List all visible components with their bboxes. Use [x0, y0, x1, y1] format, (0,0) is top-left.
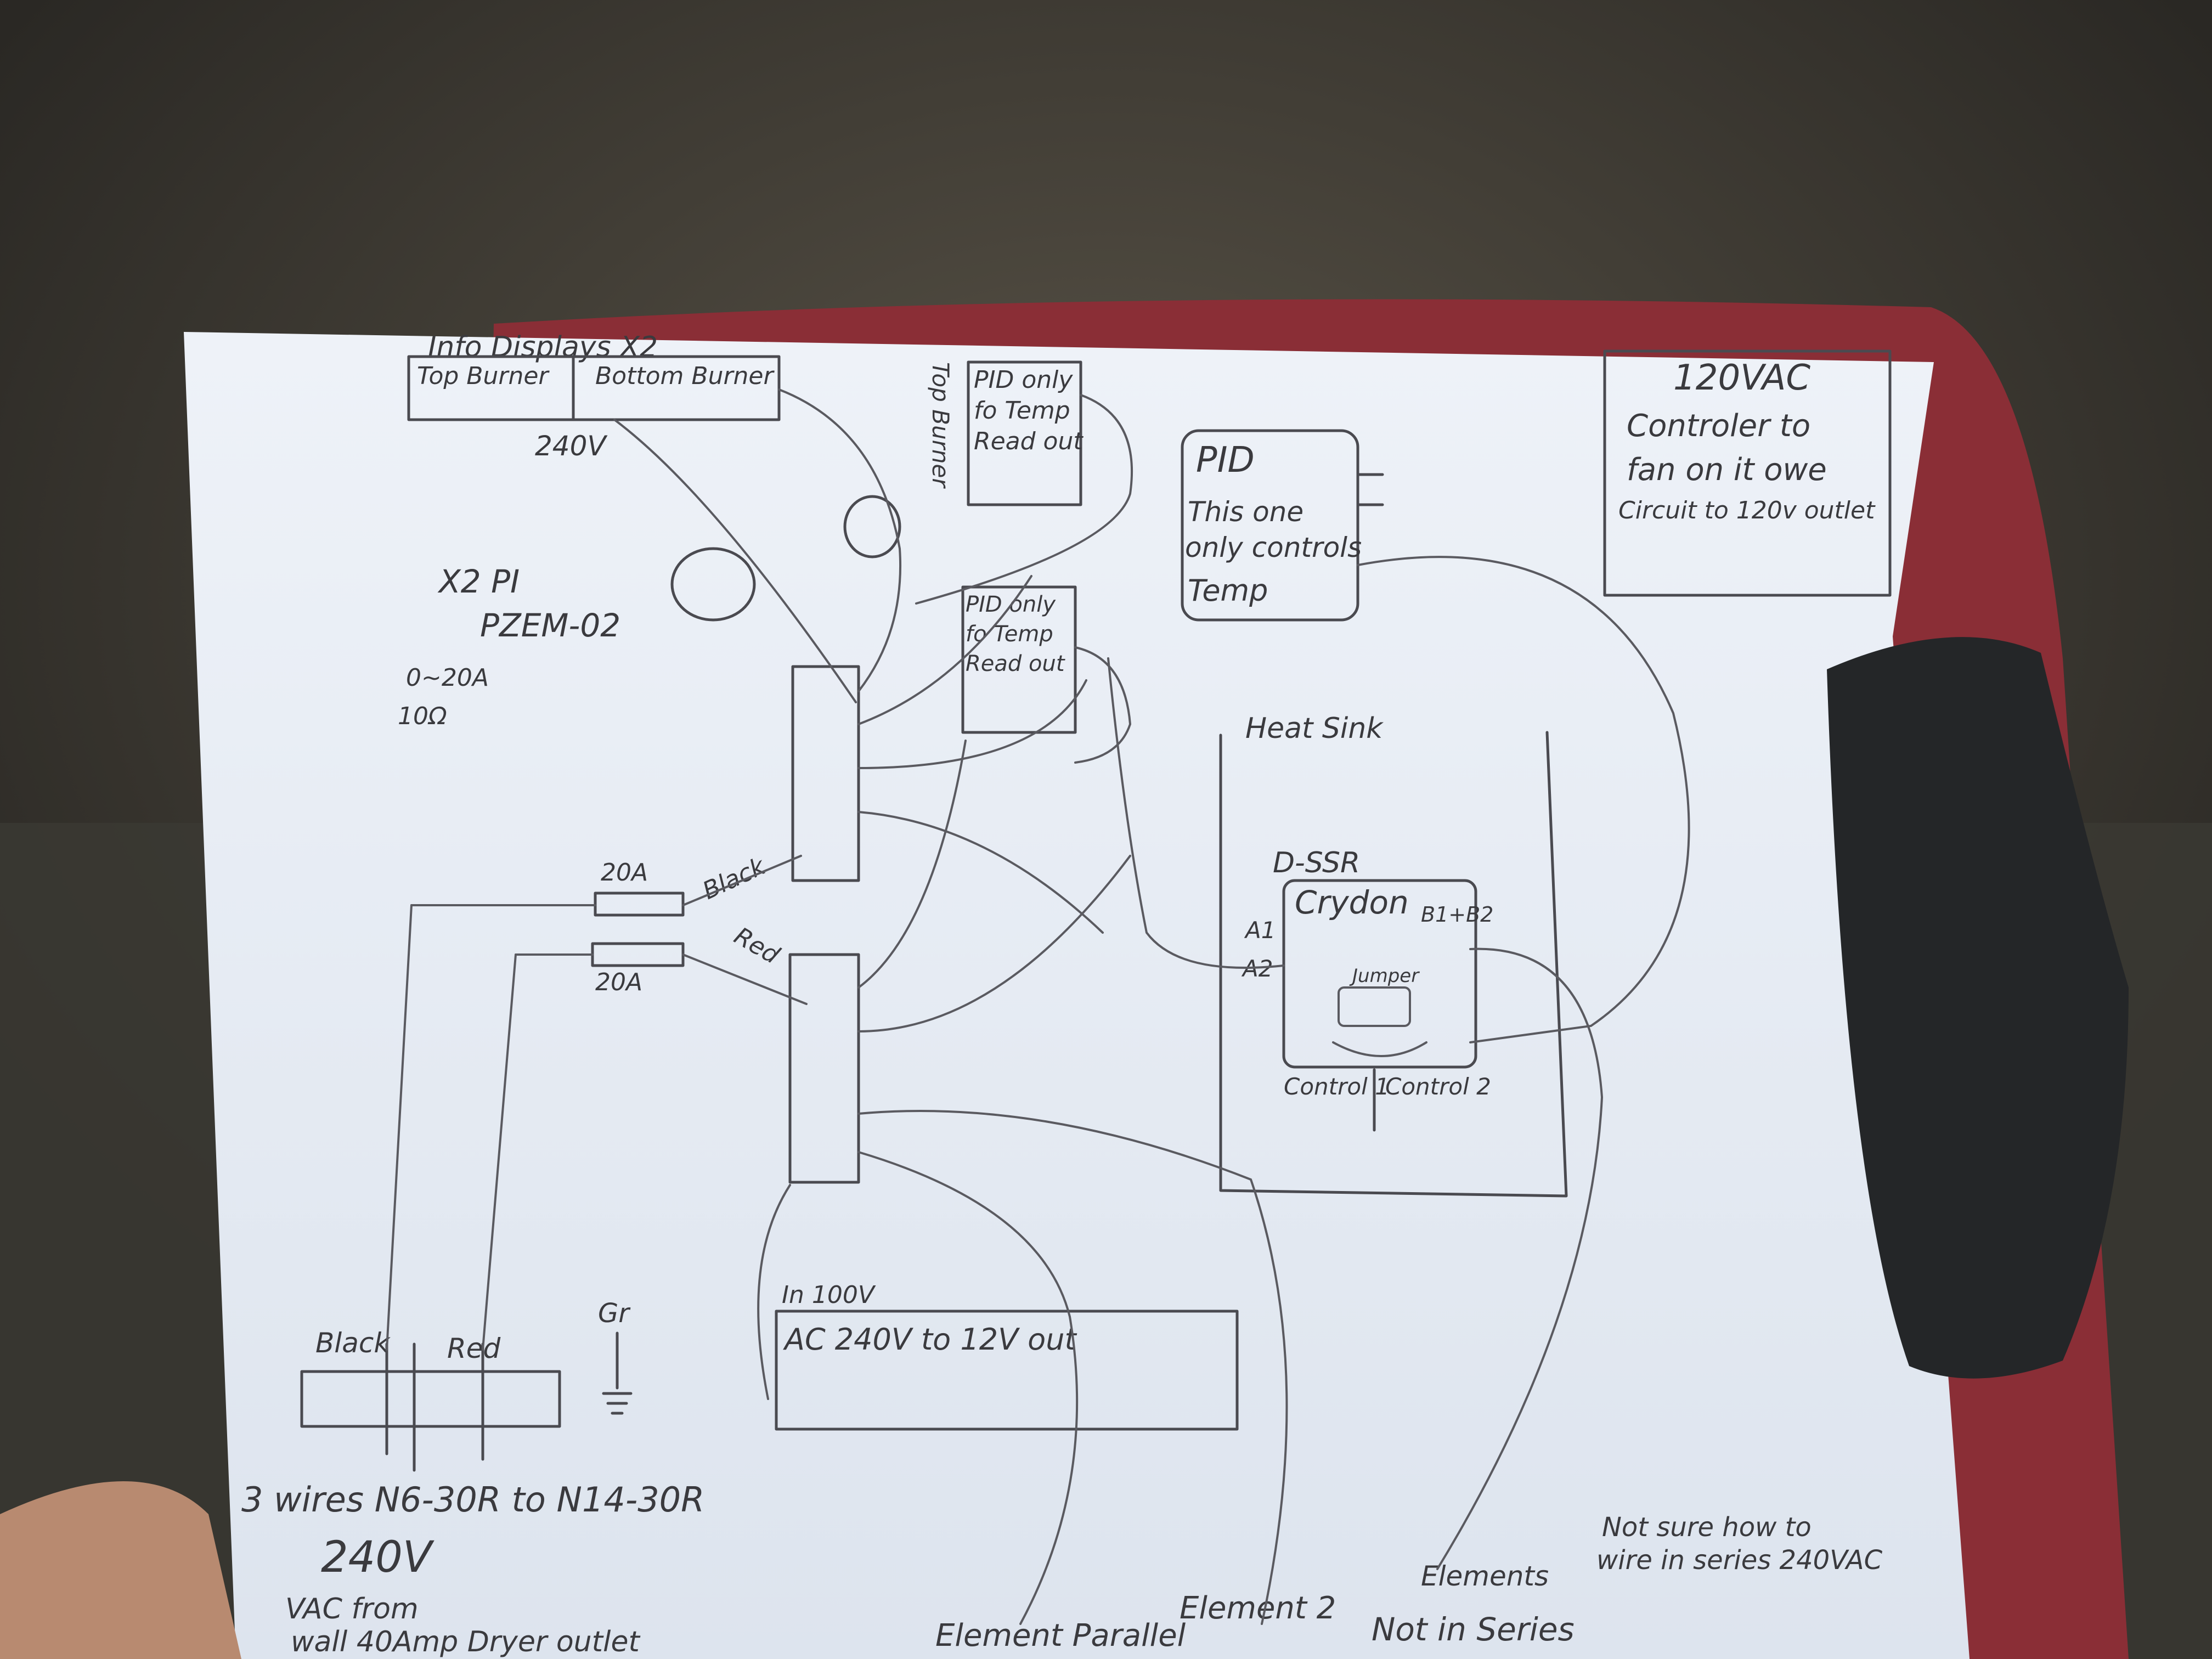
- element-2: Element 2: [1180, 1590, 1336, 1626]
- elements-note-1: Elements: [1421, 1560, 1549, 1592]
- pid-top-box: [967, 360, 1082, 506]
- meter-note-line1: X2 PI: [437, 563, 520, 600]
- meter-note-line4: 10Ω: [398, 702, 447, 730]
- pid-top-label: PID only fo Temp Read out: [974, 366, 1083, 455]
- pid-main-line2: This one: [1188, 496, 1304, 528]
- plug-box: [300, 1370, 561, 1428]
- clipboard-clip: [1827, 637, 2129, 1379]
- plug-block: Black Red Gr 3 wires N6-30R to N14-30R 2…: [241, 1298, 704, 1658]
- question-1: Not sure how to: [1602, 1512, 1812, 1543]
- fan-note-line1: 120VAC: [1673, 358, 1810, 398]
- ssr-control1: Control 1: [1284, 1073, 1390, 1100]
- power-supply-box: [775, 1310, 1239, 1431]
- top-burner-label: Top Burner: [417, 362, 550, 390]
- meter-note: X2 PI PZEM-02 0~20A 10Ω: [398, 495, 901, 730]
- terminal-block-top: [791, 665, 860, 882]
- ssr-box: [1282, 879, 1477, 1069]
- fan-note-line4: Circuit to 120v outlet: [1618, 496, 1876, 524]
- info-display-header: Info Displays X2: [428, 331, 658, 364]
- paper-sheet: [184, 332, 1970, 1659]
- plug-source1: VAC from: [285, 1593, 419, 1626]
- power-supply-label: AC 240V to 12V out: [783, 1322, 1077, 1357]
- elements-notes: Element Parallel Element 2 Elements Not …: [935, 1512, 1883, 1654]
- ssr-b-terminals: B1+B2: [1421, 902, 1493, 927]
- pid-main: PID This one only controls Temp: [1181, 429, 1384, 622]
- ssr-type: D-SSR: [1273, 847, 1360, 879]
- ssr-jumper: Jumper: [1349, 965, 1420, 987]
- pid-middle: PID only fo Temp Read out: [961, 585, 1077, 734]
- pid-main-box: [1181, 429, 1359, 622]
- plug-black: Black: [315, 1327, 391, 1359]
- breaker-top-rating: 20A: [601, 859, 648, 887]
- power-supply: In 100V AC 240V to 12V out: [775, 1281, 1239, 1431]
- heat-sink: Heat Sink D-SSR Crydon B1+B2 A1 A2 Jumpe…: [1219, 712, 1568, 1198]
- current-transformer-2: [843, 495, 901, 558]
- meter-note-line2: PZEM-02: [480, 607, 620, 644]
- elements-note-2: Not in Series: [1372, 1611, 1575, 1648]
- plug-red: Red: [447, 1333, 501, 1364]
- fan-note-line3: fan on it owe: [1627, 452, 1827, 488]
- info-display-block: Info Displays X2 Top Burner Bottom Burne…: [407, 331, 781, 462]
- power-supply-input: In 100V: [782, 1281, 876, 1309]
- pid-main-line4: Temp: [1188, 573, 1268, 608]
- pid-mid-label: PID only fo Temp Read out: [966, 592, 1065, 676]
- wiring-lines: [386, 388, 1690, 1625]
- bottom-burner-label: Bottom Burner: [595, 362, 775, 390]
- heat-sink-title: Heat Sink: [1245, 712, 1384, 745]
- hand: [0, 1481, 241, 1659]
- info-voltage-label: 240V: [535, 430, 608, 462]
- fan-note-line2: Controler to: [1627, 408, 1810, 444]
- current-transformer-1: [670, 547, 756, 622]
- meter-note-line3: 0~20A: [406, 664, 489, 692]
- plug-ground: Gr: [598, 1298, 631, 1329]
- question-2: wire in series 240VAC: [1596, 1545, 1883, 1576]
- plug-source2: wall 40Amp Dryer outlet: [291, 1626, 640, 1658]
- breaker-bottom-rating: 20A: [595, 968, 642, 996]
- info-display-box: [407, 355, 781, 421]
- terminal-block-bottom: [788, 953, 860, 1184]
- plug-wires: 3 wires N6-30R to N14-30R: [241, 1480, 704, 1520]
- ssr-jumper-loop: [1338, 986, 1411, 1027]
- pid-main-line3: only controls: [1185, 532, 1362, 563]
- fan-controller-note: 120VAC Controler to fan on it owe Circui…: [1603, 349, 1892, 597]
- ssr-brand: Crydon: [1295, 884, 1409, 921]
- element-1: Element Parallel: [935, 1618, 1186, 1654]
- pid-top-burner: PID only fo Temp Read out Top Burner: [927, 360, 1083, 506]
- plug-voltage: 240V: [321, 1533, 435, 1582]
- pid-main-line1: PID: [1196, 440, 1255, 481]
- pid-top-side-label: Top Burner: [927, 362, 954, 489]
- ssr-control2: Control 2: [1385, 1073, 1491, 1100]
- fan-note-box: [1603, 349, 1892, 597]
- ssr-a1: A1: [1244, 917, 1276, 944]
